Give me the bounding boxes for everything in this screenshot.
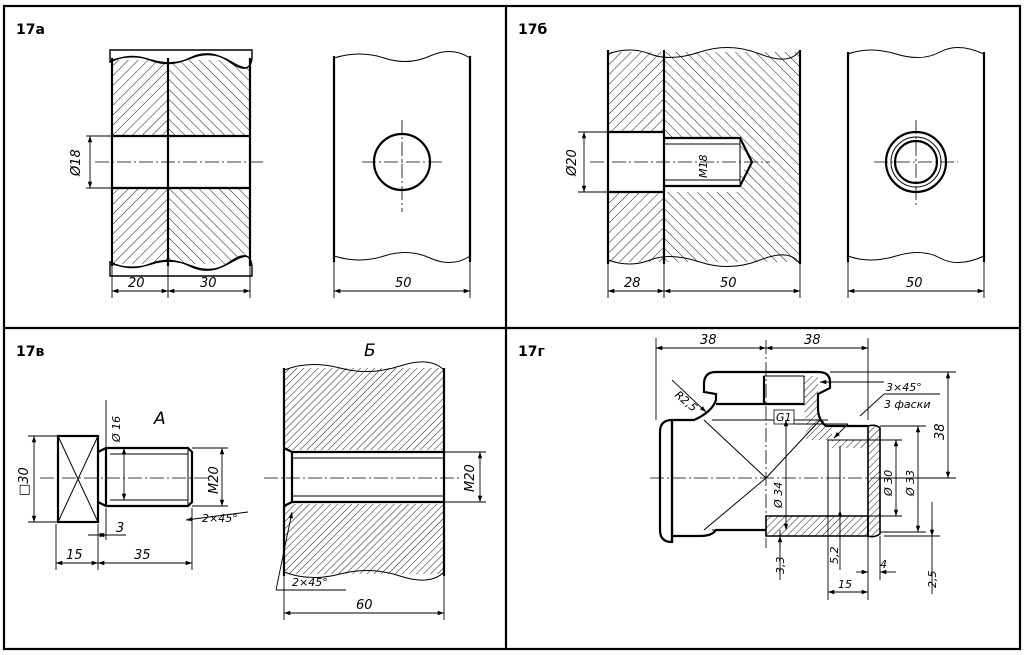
dim-square30: □30 xyxy=(17,467,32,496)
dim-dia34: Ø 34 xyxy=(772,482,785,509)
dim-chamfer-bolt: 2×45° xyxy=(202,512,238,525)
panel-17b-label: 17б xyxy=(518,22,547,38)
dim-50c: 50 xyxy=(906,276,923,291)
dim-dia20: Ø20 xyxy=(565,149,580,177)
dim-38a: 38 xyxy=(700,333,717,348)
panel-17v-label: 17в xyxy=(16,344,44,360)
panel-17b-side-view: 50 xyxy=(846,47,986,298)
dim-20: 20 xyxy=(128,276,145,291)
dim-38v: 38 xyxy=(933,423,948,440)
dim-dia33: Ø 33 xyxy=(904,470,917,497)
panel-17g: 17г xyxy=(518,333,956,600)
panel-17g-label: 17г xyxy=(518,344,545,360)
threaded-hole-drawing: M20 2×45° 60 xyxy=(264,361,486,620)
dim-50: 50 xyxy=(395,276,412,291)
dim-dia18: Ø18 xyxy=(69,149,84,177)
panel-17b-section: M18 Ø20 28 50 xyxy=(565,47,802,298)
dim-28: 28 xyxy=(624,276,641,291)
dim-r25: R2,5 xyxy=(672,388,700,414)
panel-17a-side-view: 50 xyxy=(332,51,472,298)
dim-30: 30 xyxy=(200,276,217,291)
dim-m20-bolt: M20 xyxy=(207,466,222,494)
dim-2-5: 2,5 xyxy=(926,571,939,589)
dim-4: 4 xyxy=(880,558,887,571)
panel-17b: 17б M18 Ø20 xyxy=(518,22,986,298)
dim-g1: G1 xyxy=(776,411,792,424)
dim-chamfer-hole: 2×45° xyxy=(292,576,328,589)
dim-35: 35 xyxy=(134,548,151,563)
dim-38b: 38 xyxy=(804,333,821,348)
dim-m18: M18 xyxy=(697,155,710,179)
panel-17a-section: Ø18 20 30 xyxy=(69,49,265,298)
panel-17a: 17а Ø18 2 xyxy=(16,22,472,298)
dim-15-tee: 15 xyxy=(838,578,852,591)
dim-15-bolt: 15 xyxy=(66,548,83,563)
view-label-b: Б xyxy=(364,341,376,361)
dim-5-2: 5,2 xyxy=(828,547,841,565)
panel-17v: 17в A □30 Ø 16 M20 xyxy=(16,341,486,620)
dim-dia16: Ø 16 xyxy=(110,416,123,443)
view-label-a: A xyxy=(153,409,166,429)
tee-fitting-drawing: 38 38 R2,5 G1 3×45° 3 фаски 38 Ø xyxy=(650,333,956,600)
dim-60: 60 xyxy=(356,598,373,613)
dim-chamfer-count: 3 фаски xyxy=(884,398,930,411)
dim-50b: 50 xyxy=(720,276,737,291)
dim-dia30: Ø 30 xyxy=(882,470,895,497)
bolt-drawing: □30 Ø 16 M20 2×45° 3 15 35 xyxy=(17,400,249,570)
dim-3-3: 3,3 xyxy=(774,557,787,575)
dim-chamfer-note: 3×45° xyxy=(886,381,922,394)
dim-m20-hole: M20 xyxy=(463,464,478,492)
panel-17a-label: 17а xyxy=(16,22,45,38)
dim-3: 3 xyxy=(116,521,124,536)
